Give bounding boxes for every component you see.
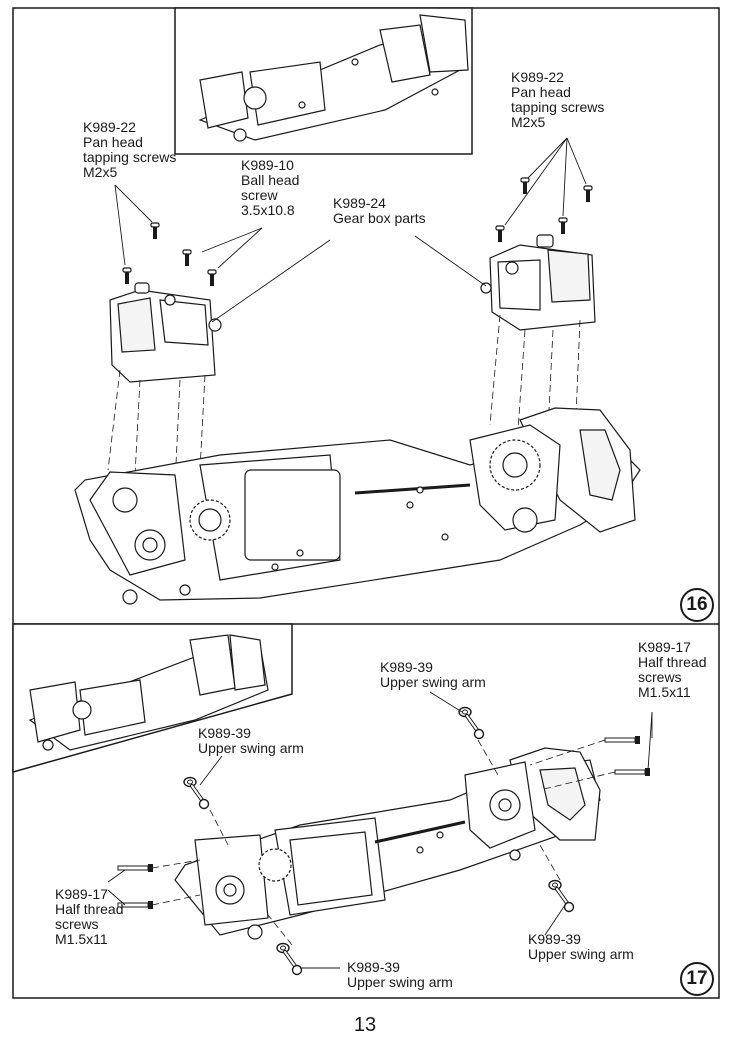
step17-inset [12,623,293,773]
step16-inset [174,7,473,155]
half-thread-screw [604,735,641,745]
label-k989-39-bottom: K989-39 Upper swing arm [347,959,453,990]
ball-head-screw [182,249,192,267]
upper-swing-arm [275,941,304,977]
label-k989-17-right: K989-17 Half thread screws M1.5x11 [638,639,707,700]
step17-leaders [107,691,653,969]
pan-head-screw [495,225,505,243]
label-k989-39-bottom-right: K989-39 Upper swing arm [528,931,634,962]
upper-swing-arm [457,705,486,741]
pan-head-screw [583,185,593,203]
step16-alignment-lines [107,314,581,486]
label-k989-39-mid: K989-39 Upper swing arm [198,725,304,756]
label-k989-22-right: K989-22 Pan head tapping screws M2x5 [511,69,605,130]
label-k989-17-left: K989-17 Half thread screws M1.5x11 [55,886,124,947]
upper-swing-arm [547,878,576,914]
pan-head-screw [558,217,568,235]
page-number: 13 [353,1014,377,1036]
step-number-17: 17 [680,962,714,996]
step-number-16: 16 [680,588,714,622]
step16-right-gearbox-cover [480,234,596,331]
pan-head-screw [150,222,160,240]
step16-left-gearbox-cover [109,282,222,383]
half-thread-screw [614,767,651,777]
pan-head-screw [122,267,132,285]
ball-head-screw [207,269,217,287]
label-k989-39-top: K989-39 Upper swing arm [380,659,486,690]
step17-alignment-lines [151,739,616,946]
step16-chassis [74,407,641,605]
step17-chassis [174,747,601,940]
pan-head-screw [520,177,530,195]
label-k989-10: K989-10 Ball head screw 3.5x10.8 [241,157,300,218]
label-k989-24: K989-24 Gear box parts [333,195,426,226]
step16-leaders [114,137,587,323]
label-k989-22-left: K989-22 Pan head tapping screws M2x5 [83,119,177,180]
upper-swing-arm [182,775,211,811]
